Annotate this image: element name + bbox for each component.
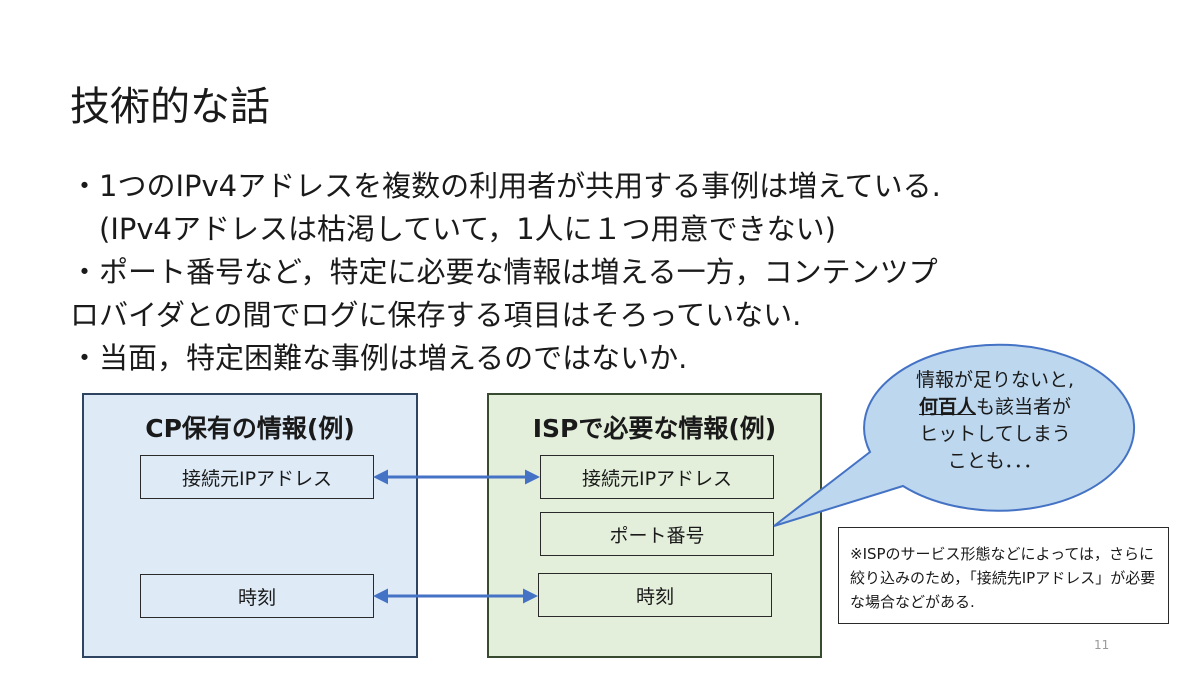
bullet-line-5: ・当面，特定困難な事例は増えるのではないか. <box>70 341 688 375</box>
callout-text: 情報が足りないと, 何百人も該当者が ヒットしてしまう ことも．．． <box>870 367 1120 475</box>
cp-field-time: 時刻 <box>140 574 374 618</box>
callout-emphasis: 何百人 <box>918 396 976 418</box>
callout-line-2-rest: も該当者が <box>976 396 1072 418</box>
callout-line-3: ヒットしてしまう <box>919 423 1071 445</box>
callout-line-1: 情報が足りないと, <box>915 369 1075 391</box>
callout-line-4: ことも．．． <box>947 450 1043 472</box>
bullet-line-3: ・ポート番号など，特定に必要な情報は増える一方，コンテンツプ <box>70 255 938 289</box>
cp-field-source-ip: 接続元IPアドレス <box>140 455 374 499</box>
footnote-box: ※ISPのサービス形態などによっては，さらに絞り込みのため，「接続先IPアドレス… <box>838 527 1169 624</box>
isp-panel-title: ISPで必要な情報(例) <box>532 414 777 443</box>
cp-panel-title: CP保有の情報(例) <box>145 414 355 443</box>
isp-field-port: ポート番号 <box>540 512 774 556</box>
callout-line-2: 何百人も該当者が <box>870 394 1120 421</box>
bullet-list: ・1つのIPv4アドレスを複数の利用者が共用する事例は増えている. (IPv4ア… <box>70 165 1150 380</box>
isp-field-source-ip: 接続元IPアドレス <box>540 455 774 499</box>
slide-title: 技術的な話 <box>70 84 270 130</box>
bullet-line-4: ロバイダとの間でログに保存する項目はそろっていない. <box>70 298 802 332</box>
isp-info-panel: ISPで必要な情報(例) 接続元IPアドレス ポート番号 時刻 <box>487 393 822 658</box>
bullet-line-2: (IPv4アドレスは枯渇していて，1人に１つ用意できない) <box>70 212 836 246</box>
bullet-line-1: ・1つのIPv4アドレスを複数の利用者が共用する事例は増えている. <box>70 169 941 203</box>
cp-info-panel: CP保有の情報(例) 接続元IPアドレス 時刻 <box>82 393 418 658</box>
isp-field-time: 時刻 <box>538 573 772 617</box>
page-number: 11 <box>1094 638 1110 652</box>
